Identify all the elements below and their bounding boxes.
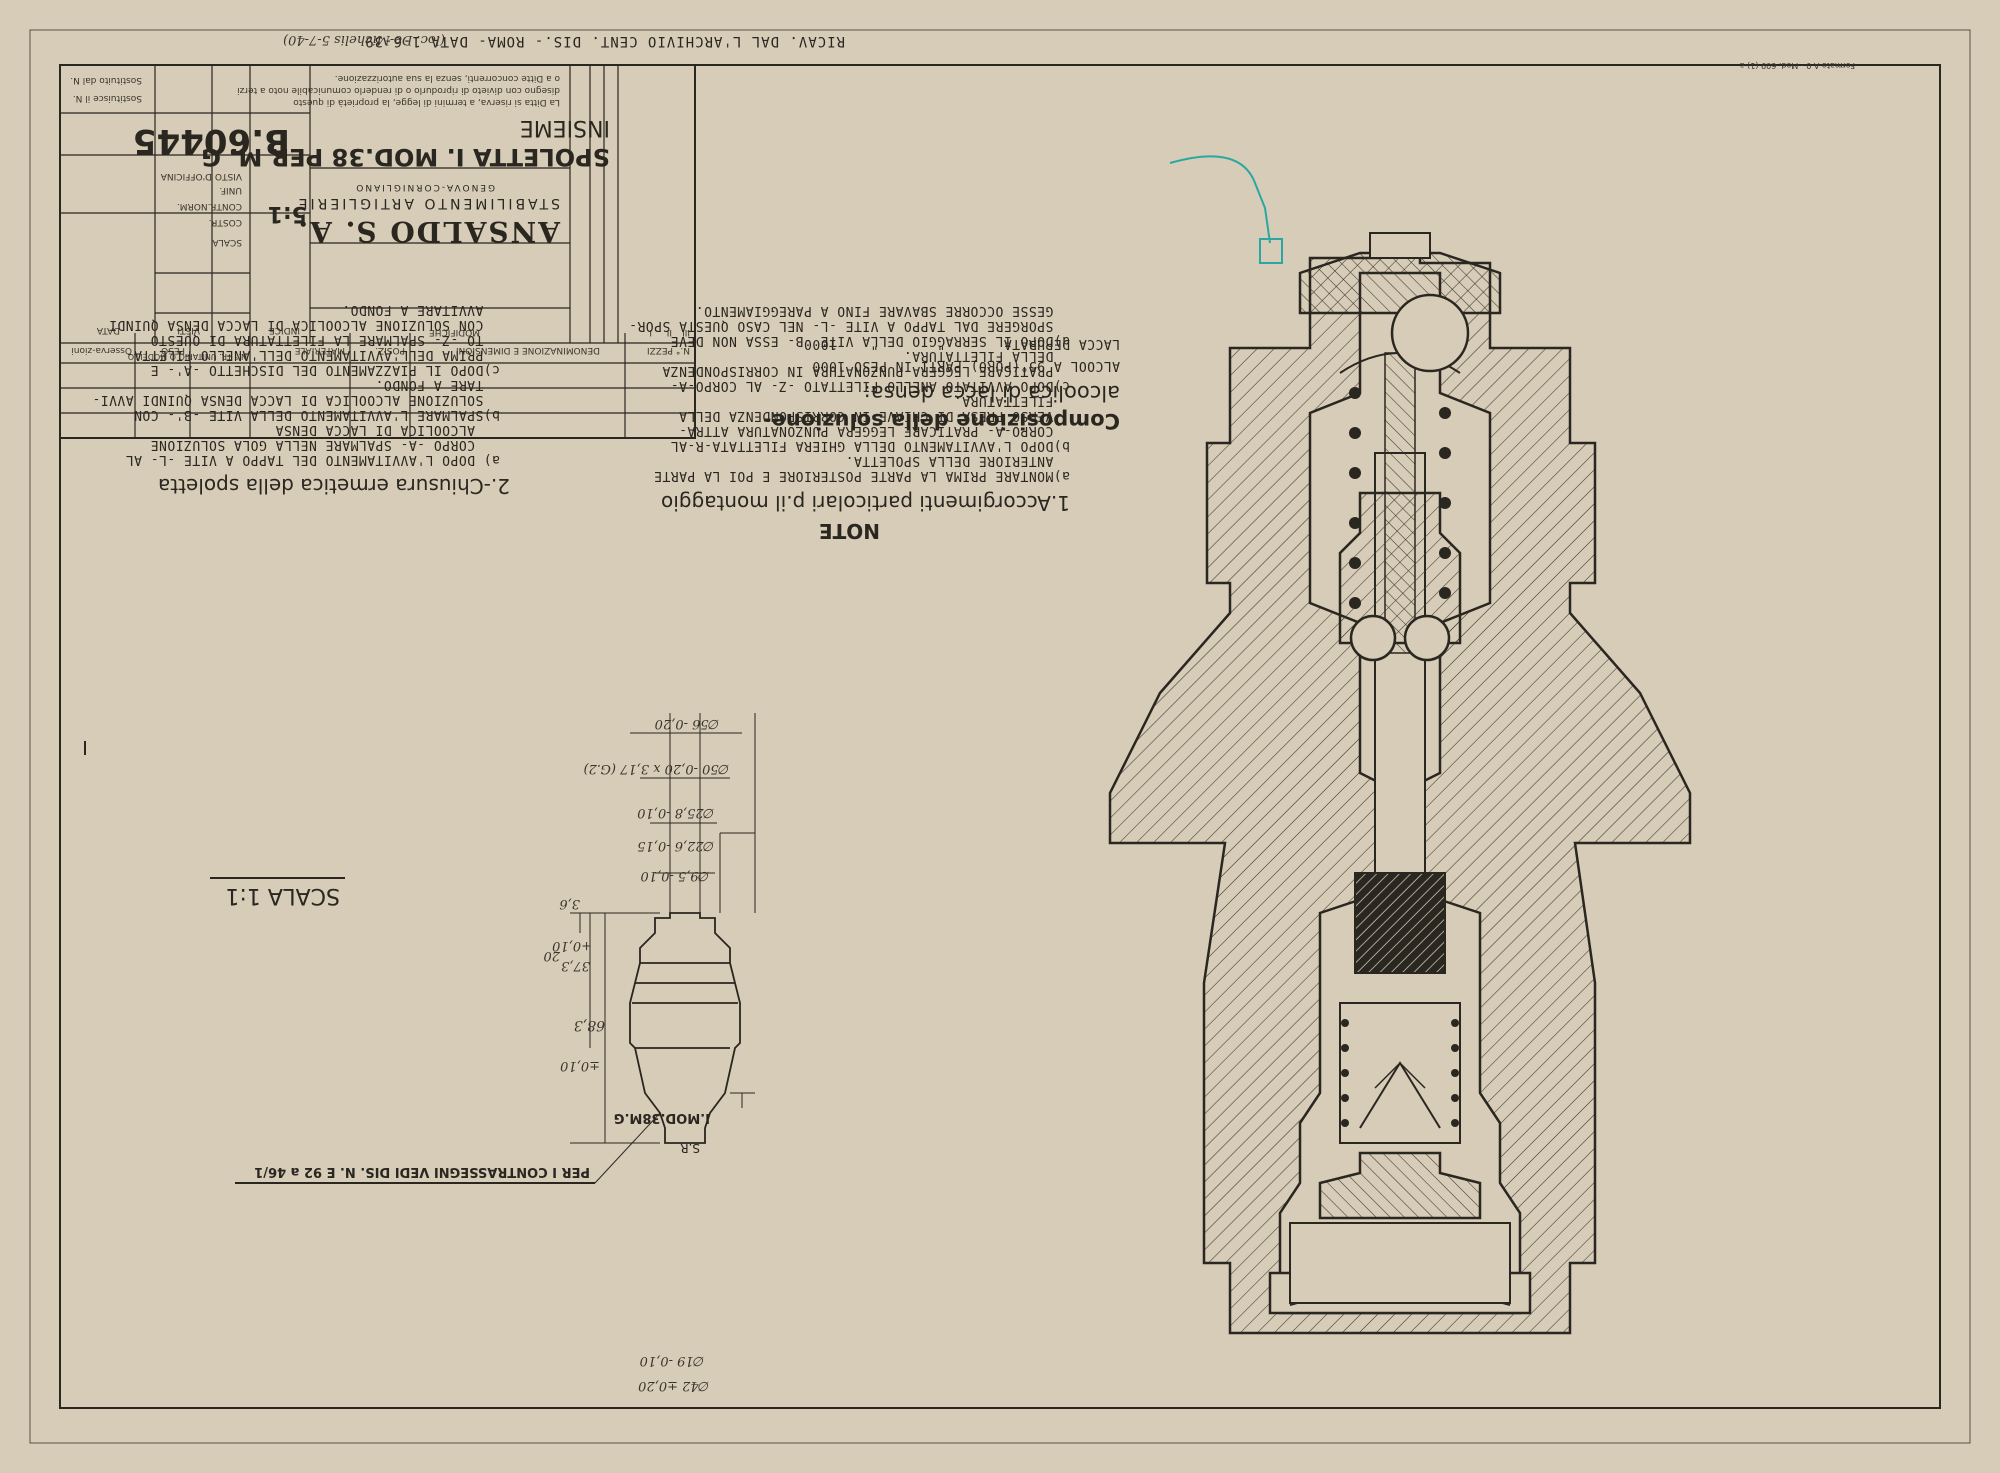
dim-d50: ∅50 -0,20 x 3,17 (G.2) [583,761,730,776]
note-line: TARE A FONDO. [375,377,500,392]
dim-h3-6: 3,6 [559,896,580,911]
small-field-6: Sostituito dal N. [70,75,142,85]
note-line: a) DOPO L'AVVITAMENTO DEL TAPPO A VITE -… [125,452,500,467]
revision-header-1: III [682,327,690,337]
small-field-5: Sostituisce il N. [72,93,142,103]
dim-h37-3: 37,3 [561,958,590,973]
scale-value: 5:1 [267,201,307,226]
dim-d9-5: ∅9,5 -0,10 [640,868,710,883]
cyan-tick [1259,238,1283,264]
dim-d25-8: ∅25,8 -0,10 [637,805,715,820]
parts-header-2: DENOMINAZIONE E DIMENSIONI [455,345,600,355]
cap-inner [1289,1222,1511,1304]
disclaimer-line-2: disegno con divieto di riprodurlo o di r… [237,85,560,95]
dim-d19: ∅19 -0,10 [639,1353,705,1368]
parts-header-5: N.° TR. UNITARIO O MODELLO [127,352,247,361]
ball-lower-right [1349,614,1397,662]
handwritten-note: (loc. De-Michelis 5-7-40) [283,32,445,47]
dim-h68-tol: ±0,10 [560,1058,600,1073]
small-field-1: COSTR. [208,217,242,227]
ball-bearings [1349,293,1470,662]
index-header-1: INDICE [269,325,300,335]
composition-title-1: Composizione della soluzione- [762,409,1120,433]
note-line: c)DOPO IL PIAZZAMENTO DEL DISCHETTO -A'-… [150,362,500,377]
composition-row-1: ALCOOL A 95°(PURO) PARTI IN PESO 1000 [811,358,1120,373]
ball-lower-left [1403,614,1451,662]
scala-1-1-label: SCALA 1:1 [225,883,340,908]
small-field-4: VISTO D'OFFICINA [160,171,242,181]
small-field-2: CONTR.NORM. [176,201,242,211]
drawing-number: B.60445 [132,121,290,161]
form-code: Formato A 0 - Mod. 609 (1) a [1739,61,1855,70]
parts-header-7: Osserva-zioni [71,345,132,355]
parts-header-4: MATERIALE [294,345,345,355]
scale-label: SCALA [212,237,242,247]
revision-header-4: MODIFICHE [428,327,480,337]
upper-head [1298,251,1502,315]
note-line: SPORGERE DAL TAPPO A VITE -L- NEL CASO Q… [628,318,1070,333]
index-header-3: DATA [96,325,120,335]
notes-heading: NOTE [818,519,880,543]
fuze-cross-section [1108,232,1692,1335]
cyan-marker [1169,155,1271,244]
small-view-marking: I.MOD.38M.G [613,1110,710,1125]
composition-title-2: alcoolica di lacca densa: [863,381,1120,405]
detonator-block [1354,872,1446,974]
note-line: ANTERIORE DELLA SPOLETTA. [845,453,1070,468]
dim-d42: ∅42 ±0,20 [638,1378,710,1393]
disclaimer-line-3: o a Ditte concorrenti, senza la sua auto… [334,73,560,83]
small-view-1to1 [235,713,756,1184]
small-view-marking-2: S.R [680,1141,700,1155]
outer-border [29,29,1971,1444]
dim-d22-6: ∅22,6 -0,15 [637,838,715,853]
ball-upper [1390,293,1470,373]
dim-h68-3: 68,3 [573,1017,605,1033]
dim-h20: 20 [543,948,560,963]
small-field-3: UNIF. [219,185,242,195]
note-line: AVVITARE A FONDO. [341,302,500,317]
revision-header-2: II [666,327,672,337]
springs [1341,387,1459,1127]
note-line: ALCOOLICA DI LACCA DENSA [275,422,500,437]
small-fuze-outline [629,912,741,1144]
note-line: GESSE OCCORRE SBAVARE FINO A PAREGGIAMEN… [695,303,1070,318]
composition-row-2: LACCA DEPURATA " " 1000 [803,336,1120,351]
disclaimer-line-1: La Ditta si riserva, a termini di legge,… [293,97,560,107]
revision-header-3: I [649,327,652,337]
part-title-2: INSIEME [519,115,610,140]
dim-d56: ∅56 -0,20 [654,716,720,731]
note-line: a)MONTARE PRIMA LA PARTE POSTERIORE E PO… [653,468,1070,483]
notes-section1-title: 1.Accorgimenti particolari p.il montaggi… [661,491,1070,515]
lower-plug [1318,1151,1482,1220]
notes-section2-title: 2.-Chiusura ermetica della spoletta [158,474,510,498]
lower-spring-housing [1339,1002,1461,1144]
parts-header-3: POSIZ. [375,345,405,355]
inner-border [59,64,1941,1409]
note-line: SOLUZIONE ALCOOLICA DI LACCA DENSA QUIND… [91,392,500,407]
index-header-2: VISTI [177,325,200,335]
parts-header-1: N.° PEZZI [646,345,690,355]
top-nut [1369,232,1431,259]
mid-piston [1338,491,1462,645]
company-name: ANSALDO S. A. [296,215,560,248]
note-line: b)SPALMARE L'AVVITAMENTO DELLA VITE -B'-… [133,407,500,422]
company-location: GENOVA-CORNIGLIANO [354,182,495,192]
reference-note: PER I CONTRASSEGNI VEDI DIS. N. E 92 a 4… [254,1164,590,1179]
company-division: STABILIMENTO ARTIGLIERIE [295,195,560,211]
title-block [59,64,696,439]
parts-header-6: PESO [161,345,185,355]
note-line: b)DOPO L'AVVITAMENTO DELLA GHIERA FILETT… [670,438,1070,453]
note-line: CORPO -A- SPALMARE NELLA GOLA SOLUZIONE [150,437,500,452]
